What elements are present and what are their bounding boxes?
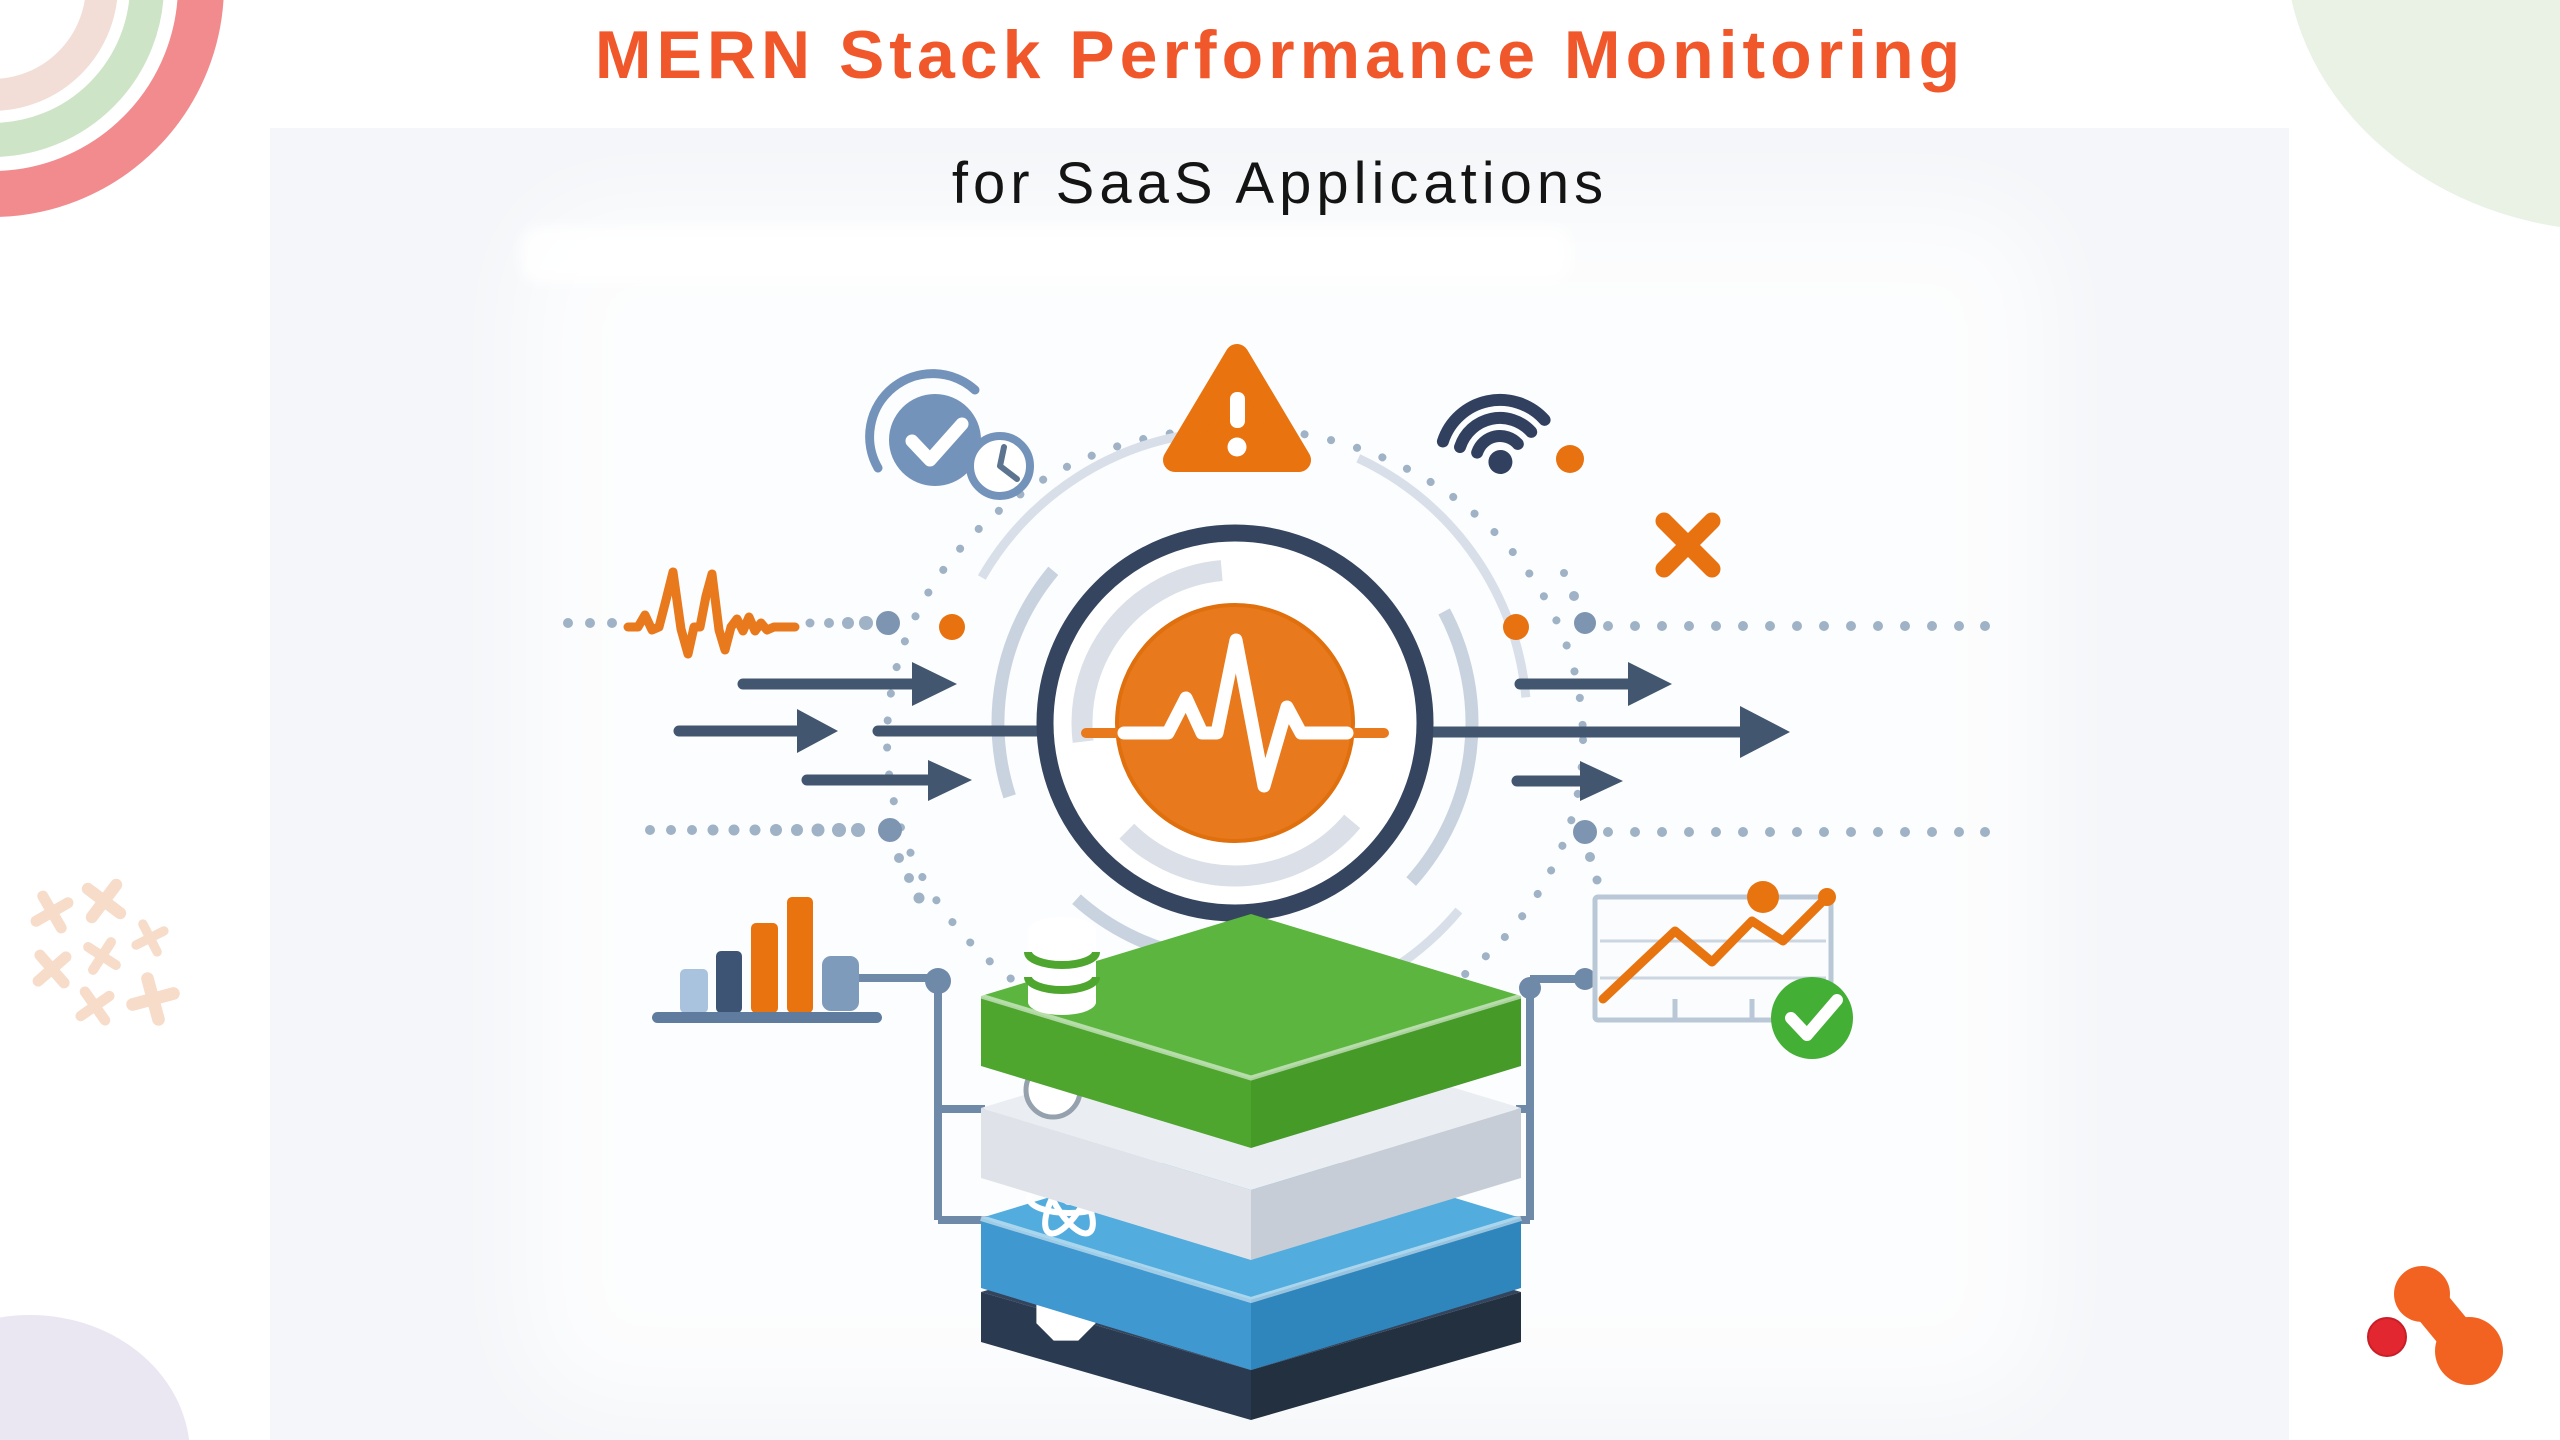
molecule-logo-icon [2367, 1266, 2503, 1385]
page-title: MERN Stack Performance Monitoring [594, 17, 1966, 93]
orange-dot-accent [1556, 445, 1584, 473]
flow-arrows [673, 662, 1790, 801]
ghost-title-band [520, 226, 1572, 284]
clock-icon [966, 432, 1034, 500]
close-x-icon [1655, 512, 1721, 578]
top-right-blob-decoration [2285, 0, 2560, 231]
alert-triangle-icon [1163, 344, 1311, 472]
stack-layer-mongo [980, 914, 1522, 1148]
pulse-waveform-icon [623, 567, 800, 659]
bar-chart-icon [652, 897, 882, 1023]
dotted-flow-lines [563, 569, 1990, 904]
check-badge-icon [1771, 977, 1853, 1059]
stack-connectors [858, 968, 1596, 1224]
check-circle-icon [865, 369, 981, 486]
mern-stack [980, 914, 1522, 1420]
database-icon [1024, 917, 1100, 1015]
wifi-icon [1436, 393, 1551, 474]
page-subtitle: for SaaS Applications [951, 151, 1609, 216]
bottom-left-blob-decoration [0, 1315, 190, 1440]
line-chart-icon [1592, 881, 1836, 1023]
gauge-pulse-icon [1036, 524, 1434, 922]
x-marks-decoration [30, 878, 180, 1026]
